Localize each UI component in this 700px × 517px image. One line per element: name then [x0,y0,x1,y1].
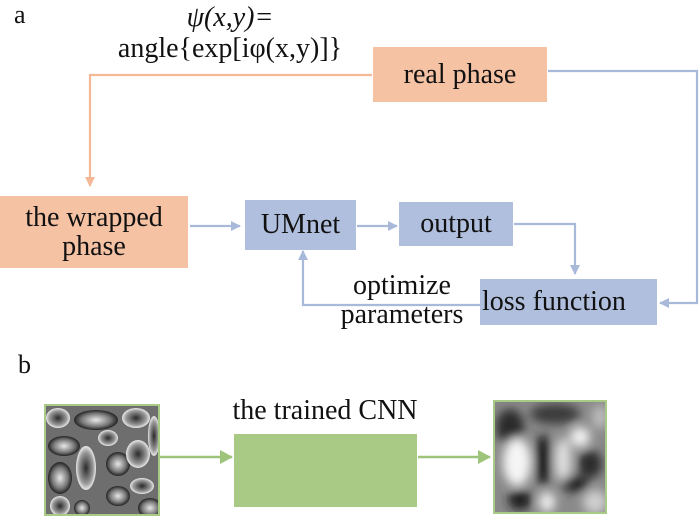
edge-real-to-loss [548,69,699,308]
node-wrapped-phase-line1: the wrapped [25,201,163,233]
panel-label-a: a [14,0,26,29]
node-umnet: UMnet [245,200,356,250]
unwrapped-phase-result-graphic [495,402,605,512]
output-unwrapped-phase-image [493,400,607,514]
edge-loss-to-umnet [298,250,480,307]
edge-output-to-loss [514,222,580,275]
node-output: output [399,202,513,246]
node-wrapped-phase-line2: phase [62,231,126,262]
formula-line-1: ψ(x,y)= [186,2,274,33]
edge-label-line1: optimize [353,270,451,301]
node-real-phase-label: real phase [403,58,517,90]
cnn-label: the trained CNN [232,395,418,426]
wrapped-phase-pattern-graphic [46,406,158,514]
node-real-phase: real phase [373,47,547,102]
trained-cnn-block [234,434,417,507]
node-loss-function: loss function [480,279,657,325]
node-loss-function-label: loss function [482,286,626,318]
node-wrapped-phase: the wrapped phase [0,196,188,268]
node-output-label: output [420,208,492,240]
input-wrapped-phase-image [44,404,160,516]
edge-label-optimize-parameters: optimize parameters [322,271,482,330]
edge-real-to-wrapped [85,73,372,187]
panel-label-b: b [18,350,31,379]
edge-label-line2: parameters [340,299,464,331]
phase-formula: ψ(x,y)= angle{exp[iφ(x,y)]} [85,2,375,65]
formula-line-2: angle{exp[iφ(x,y)]} [117,33,343,65]
node-umnet-label: UMnet [260,209,341,241]
